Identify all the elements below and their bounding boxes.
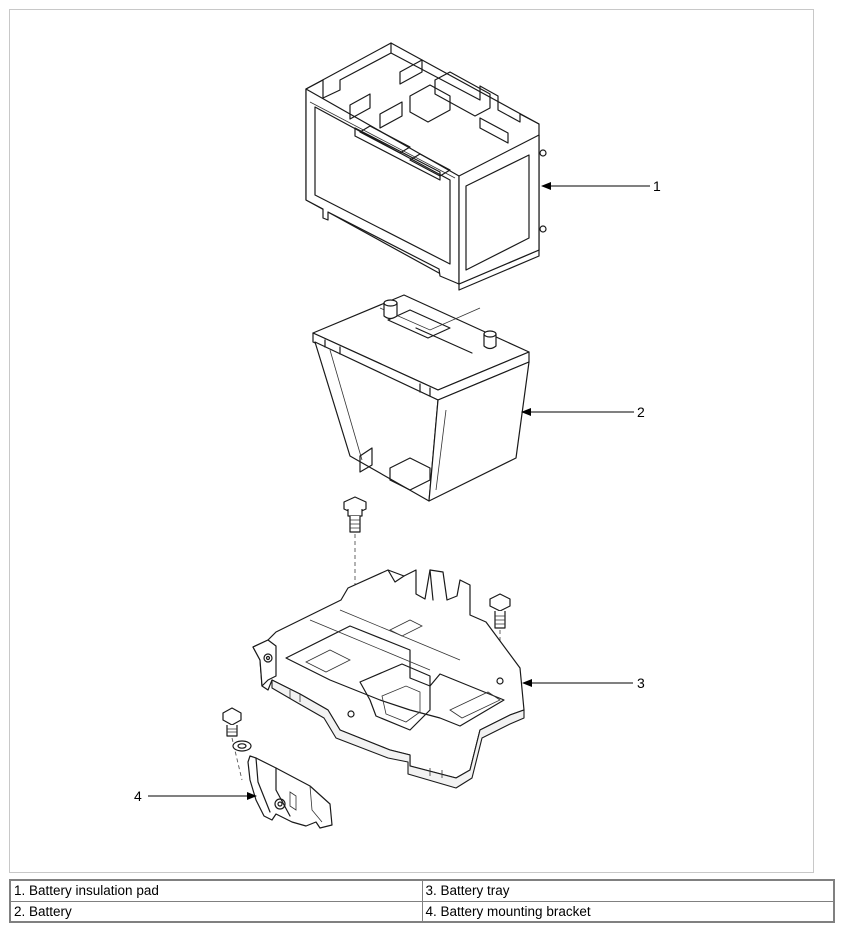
bolt-icon — [343, 496, 367, 533]
callout-number: 3 — [637, 675, 645, 691]
bolt-icon — [489, 593, 511, 629]
washer — [232, 740, 252, 752]
battery-insulation-pad — [305, 42, 547, 291]
callout-3: 3 — [522, 675, 645, 691]
legend-cell: 3. Battery tray — [421, 879, 835, 902]
table-row: 1. Battery insulation pad 3. Battery tra… — [9, 879, 835, 902]
exploded-diagram: 1 2 3 4 — [134, 42, 661, 829]
callout-4: 4 — [134, 788, 257, 804]
legend-cell: 1. Battery insulation pad — [9, 879, 423, 902]
battery-tray — [252, 569, 525, 789]
callout-number: 4 — [134, 788, 142, 804]
callout-number: 1 — [653, 178, 661, 194]
bolt-icon — [222, 707, 242, 737]
callout-1: 1 — [541, 178, 661, 194]
battery-mounting-bracket — [247, 755, 333, 829]
exploded-diagram-frame: 1 2 3 4 — [9, 9, 814, 873]
battery — [312, 294, 530, 502]
legend-cell: 2. Battery — [9, 900, 423, 923]
legend-cell: 4. Battery mounting bracket — [421, 900, 835, 923]
parts-legend-table: 1. Battery insulation pad 3. Battery tra… — [9, 879, 835, 923]
table-row: 2. Battery 4. Battery mounting bracket — [9, 900, 835, 923]
callout-2: 2 — [521, 404, 645, 420]
callout-number: 2 — [637, 404, 645, 420]
